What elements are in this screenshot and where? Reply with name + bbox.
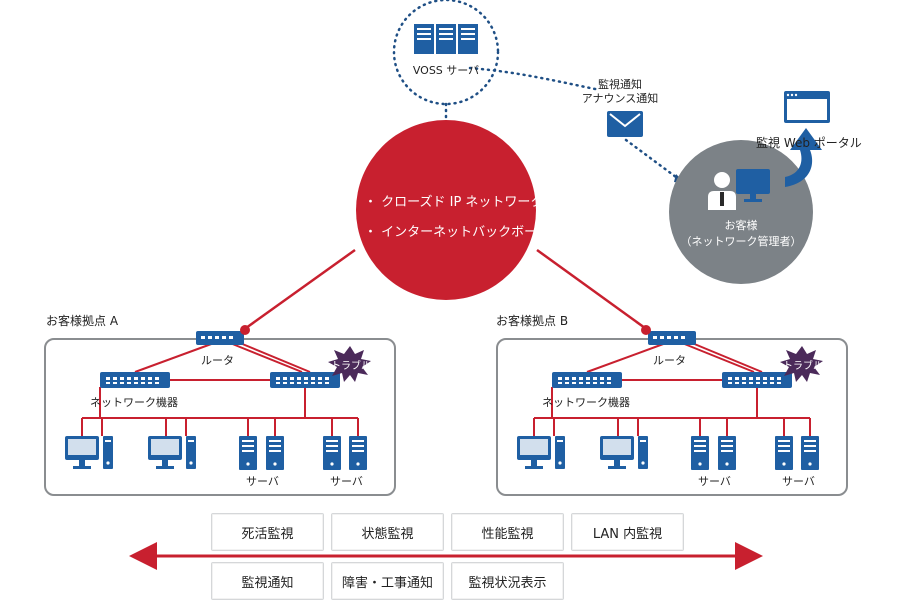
cloud-item-closed-ip: ・ クローズド IP ネットワーク	[364, 195, 544, 210]
service-alive-monitoring: 死活監視	[211, 513, 324, 551]
network-cloud	[356, 120, 536, 300]
site-b-trouble-label: トラブル	[783, 361, 823, 372]
notify-dotted-line-2	[624, 138, 682, 182]
arrow-right-icon	[735, 542, 763, 570]
web-portal-label: 監視 Web ポータル	[756, 136, 862, 150]
site-b-server-2-label: サーバ	[782, 475, 815, 488]
voss-server-ring	[392, 0, 500, 106]
cloud-item-list: ・ クローズド IP ネットワーク ・ インターネットバックボーン	[364, 188, 549, 248]
notification-label: 監視通知 アナウンス通知	[570, 78, 670, 106]
site-a-server-2-label: サーバ	[330, 475, 363, 488]
site-a-trouble-label: トラブル	[331, 361, 371, 372]
notification-line-1: 監視通知	[598, 78, 642, 91]
browser-window-icon	[784, 91, 830, 123]
service-status-display: 監視状況表示	[451, 562, 564, 600]
customer-monitor-icon	[736, 169, 770, 202]
service-fault-maintenance-notice: 障害・工事通知	[331, 562, 444, 600]
site-a-title: お客様拠点 A	[46, 314, 119, 328]
site-b-router-label: ルータ	[653, 354, 686, 367]
voss-server-icon	[414, 24, 478, 54]
customer-label: お客様 （ネットワーク管理者）	[671, 218, 811, 250]
cloud-site-b-line	[536, 248, 646, 330]
customer-person-icon	[708, 172, 736, 210]
cloud-item-internet-backbone: ・ インターネットバックボーン	[364, 225, 550, 240]
service-monitoring-notification: 監視通知	[211, 562, 324, 600]
site-b-network-device-label: ネットワーク機器	[542, 396, 630, 409]
customer-line-2: （ネットワーク管理者）	[680, 235, 802, 248]
service-lan-monitoring: LAN 内監視	[571, 513, 684, 551]
site-b-server-1-label: サーバ	[698, 475, 731, 488]
customer-line-1: お客様	[724, 219, 758, 232]
voss-server-label: VOSS サーバ	[412, 64, 480, 77]
site-b-title: お客様拠点 B	[496, 314, 569, 328]
site-a-server-1-label: サーバ	[246, 475, 279, 488]
service-status-monitoring: 状態監視	[331, 513, 444, 551]
notification-line-2: アナウンス通知	[581, 92, 659, 105]
portal-arrow-icon	[785, 128, 822, 187]
arrow-left-icon	[129, 542, 157, 570]
site-a-network-device-label: ネットワーク機器	[90, 396, 178, 409]
site-a-router-label: ルータ	[201, 354, 234, 367]
mail-icon	[607, 111, 643, 137]
service-performance-monitoring: 性能監視	[451, 513, 564, 551]
customer-circle	[669, 140, 813, 284]
cloud-site-a-line	[245, 248, 356, 330]
